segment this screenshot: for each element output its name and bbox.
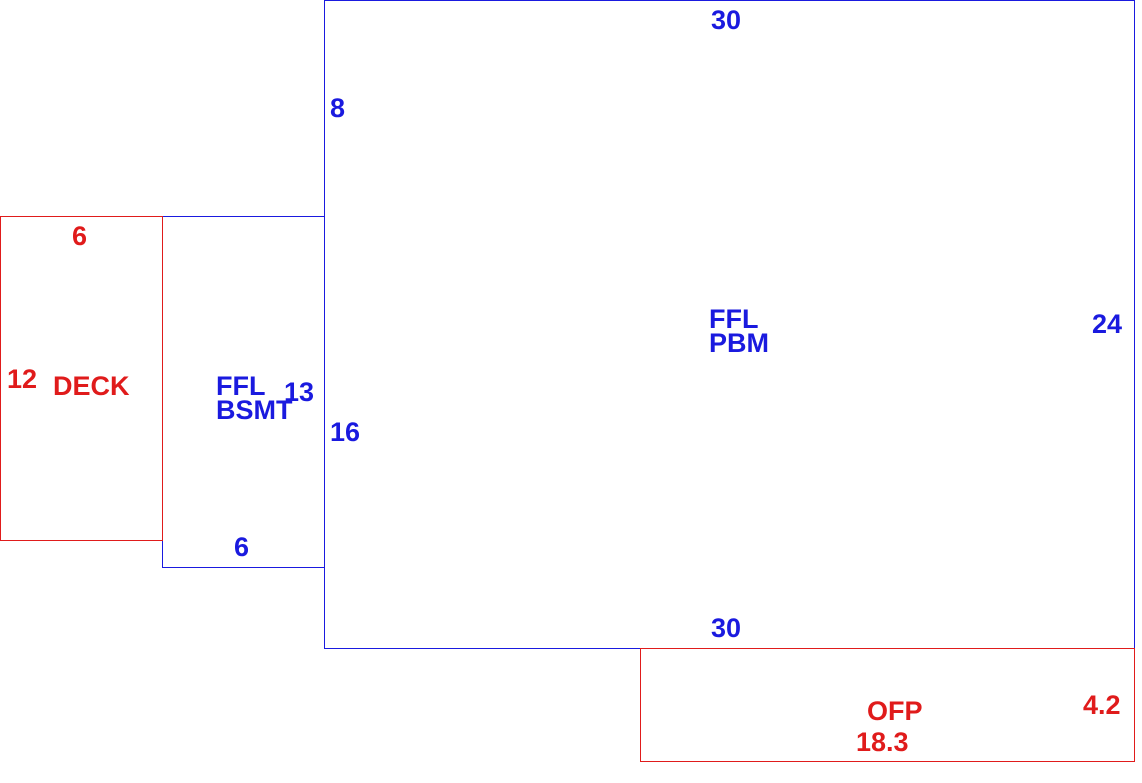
porch-right-dimension: 4.2 [1083, 690, 1121, 720]
main-left-lower-dimension: 16 [330, 417, 361, 447]
main-left-upper-dimension: 8 [330, 93, 346, 123]
deck-area-outline [0, 215, 164, 542]
deck-area-name: DECK [53, 371, 130, 401]
deck-top-dimension: 6 [72, 221, 88, 251]
deck-left-dimension: 12 [7, 364, 38, 394]
basement-area-name-line2: BSMT [216, 395, 293, 425]
porch-area-outline [639, 647, 1136, 763]
main-area-name-line1: FFL [709, 304, 759, 334]
porch-bottom-dimension: 18.3 [856, 727, 909, 757]
main-top-dimension: 30 [711, 5, 742, 35]
main-right-dimension: 24 [1092, 309, 1123, 339]
basement-bottom-dimension: 6 [234, 532, 250, 562]
main-bottom-dimension: 30 [711, 613, 742, 643]
basement-area-name-line1: FFL [216, 371, 266, 401]
main-area-name-line2: PBM [709, 328, 769, 358]
porch-area-name: OFP [867, 696, 923, 726]
basement-right-dimension: 13 [284, 377, 315, 407]
main-area-name: FFL PBM [709, 304, 769, 358]
basement-area-name: FFL BSMT [216, 371, 293, 425]
